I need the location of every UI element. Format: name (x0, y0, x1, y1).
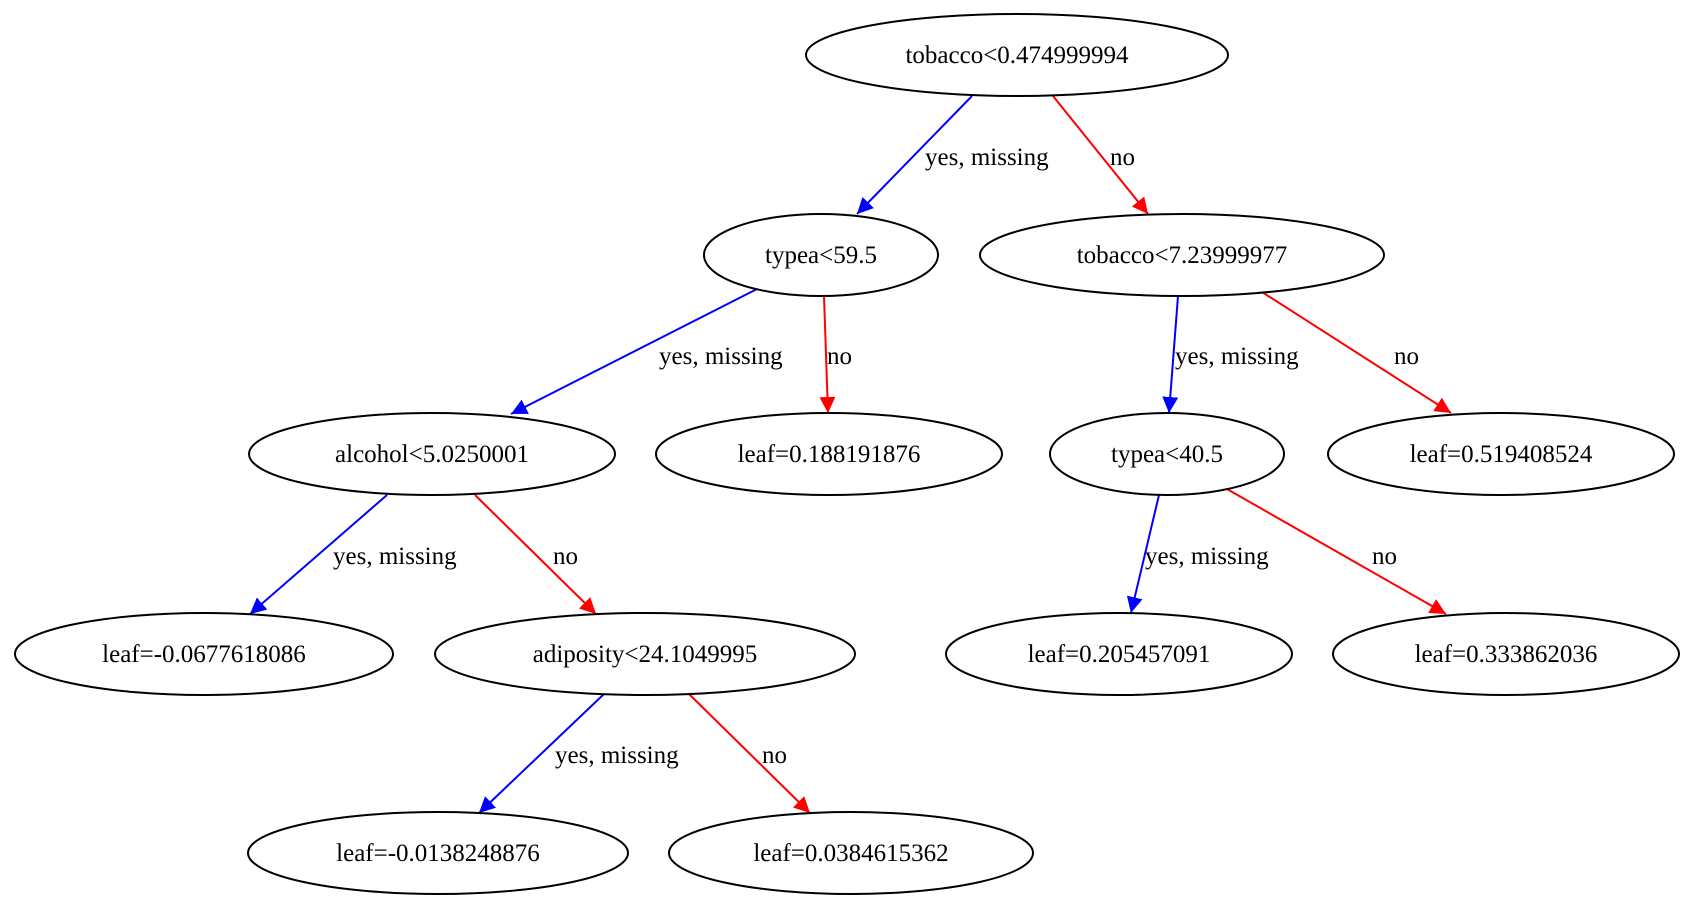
node-label: leaf=-0.0677618086 (102, 641, 306, 668)
edge-label-yes: yes, missing (659, 343, 783, 370)
edges-layer (249, 95, 1452, 814)
node-ellipse (1049, 412, 1285, 496)
node-ellipse (1332, 612, 1680, 696)
node-ellipse (703, 213, 939, 297)
node-ellipse (805, 13, 1229, 97)
leaf-node: leaf=-0.0138248876 (247, 811, 629, 895)
split-node: adiposity<24.1049995 (434, 612, 856, 696)
node-ellipse (655, 412, 1003, 496)
node-label: alcohol<5.0250001 (335, 441, 529, 468)
edge-yes-n0-to-n1 (856, 95, 973, 215)
edge-yes-n2-to-n5 (1162, 295, 1179, 414)
edge-label-no: no (762, 742, 787, 769)
node-label: leaf=0.0384615362 (753, 840, 948, 867)
node-label: typea<59.5 (765, 242, 877, 269)
node-label: leaf=0.333862036 (1415, 641, 1598, 668)
node-label: leaf=0.519408524 (1410, 441, 1593, 468)
leaf-node: leaf=0.188191876 (655, 412, 1003, 496)
edge-label-no: no (1394, 343, 1419, 370)
split-node: alcohol<5.0250001 (248, 412, 616, 496)
node-label: leaf=0.205457091 (1028, 641, 1211, 668)
node-ellipse (434, 612, 856, 696)
split-node: tobacco<0.474999994 (805, 13, 1229, 97)
edge-label-yes: yes, missing (1145, 543, 1269, 570)
edge-no-n3-to-n8 (474, 494, 597, 615)
edge-no-n0-to-n2 (1052, 95, 1149, 215)
leaf-node: leaf=0.0384615362 (668, 811, 1034, 895)
edge-label-no: no (1110, 144, 1135, 171)
edge-no-n8-to-n12 (688, 693, 811, 814)
edge-no-n1-to-n4 (819, 295, 836, 414)
leaf-node: leaf=0.205457091 (945, 612, 1293, 696)
edge-no-n2-to-n6 (1261, 291, 1452, 414)
node-label: typea<40.5 (1111, 441, 1223, 468)
node-label: tobacco<0.474999994 (905, 42, 1129, 69)
nodes-layer: tobacco<0.474999994 typea<59.5 tobacco<7.2… (14, 13, 1680, 895)
edge-label-yes: yes, missing (925, 144, 1049, 171)
node-ellipse (1327, 412, 1675, 496)
edge-label-yes: yes, missing (555, 742, 679, 769)
node-label: leaf=-0.0138248876 (336, 840, 540, 867)
leaf-node: leaf=-0.0677618086 (14, 612, 394, 696)
edge-label-yes: yes, missing (333, 543, 457, 570)
node-ellipse (247, 811, 629, 895)
node-label: leaf=0.188191876 (738, 441, 921, 468)
node-ellipse (14, 612, 394, 696)
edge-yes-n5-to-n9 (1126, 494, 1160, 614)
node-label: adiposity<24.1049995 (533, 641, 758, 668)
edge-yes-n8-to-n11 (478, 693, 605, 814)
node-ellipse (248, 412, 616, 496)
edge-labels-layer: yes, missing no yes, missing no yes, missing… (333, 144, 1419, 769)
leaf-node: leaf=0.519408524 (1327, 412, 1675, 496)
edge-no-n5-to-n10 (1226, 488, 1447, 615)
node-ellipse (979, 213, 1385, 297)
edge-label-no: no (553, 543, 578, 570)
edge-yes-n1-to-n3 (510, 288, 758, 415)
edge-yes-n3-to-n7 (249, 494, 388, 615)
split-node: tobacco<7.23999977 (979, 213, 1385, 297)
node-ellipse (668, 811, 1034, 895)
node-ellipse (945, 612, 1293, 696)
edge-label-no: no (827, 343, 852, 370)
split-node: typea<59.5 (703, 213, 939, 297)
split-node: typea<40.5 (1049, 412, 1285, 496)
edge-label-no: no (1372, 543, 1397, 570)
node-label: tobacco<7.23999977 (1077, 242, 1288, 269)
edge-label-yes: yes, missing (1175, 343, 1299, 370)
leaf-node: leaf=0.333862036 (1332, 612, 1680, 696)
